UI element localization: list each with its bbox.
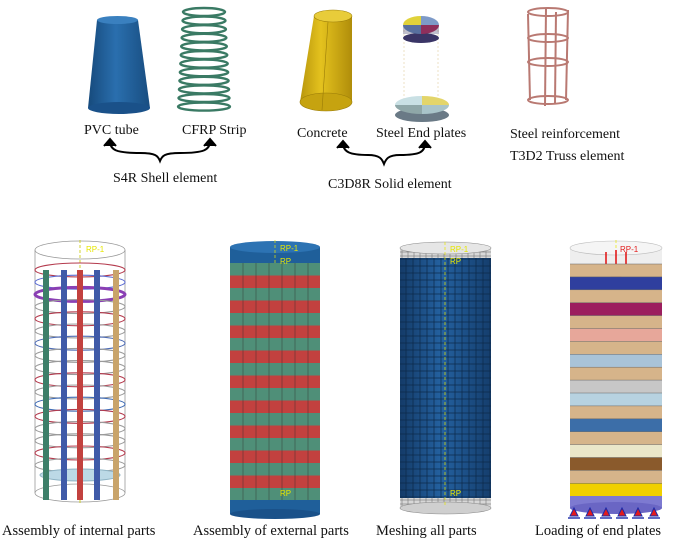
solid-brace-icon (336, 139, 432, 167)
external-assembly-icon (230, 240, 320, 519)
rp-marker-external-bottom: RP (280, 489, 291, 498)
concrete-cylinder-icon (299, 9, 353, 112)
internal-assembly-icon (33, 240, 127, 505)
shell-element-label: S4R Shell element (113, 171, 218, 186)
cfrp-strip-label: CFRP Strip (182, 123, 247, 138)
internal-parts-caption: Assembly of internal parts (2, 523, 156, 539)
meshing-icon (399, 241, 492, 515)
steel-reinforcement-label: Steel reinforcement (510, 127, 621, 142)
rp1-marker-meshing: RP-1 (450, 245, 469, 254)
solid-element-label: C3D8R Solid element (328, 177, 452, 192)
meshing-caption: Meshing all parts (376, 523, 477, 539)
steel-reinforcement-icon (527, 7, 569, 107)
rp-marker-external-top: RP (280, 257, 291, 266)
external-parts-caption: Assembly of external parts (193, 523, 349, 539)
pvc-tube-label: PVC tube (84, 123, 139, 138)
cfrp-strip-icon (176, 6, 232, 112)
rp1-marker-internal: RP-1 (86, 245, 105, 254)
truss-element-label: T3D2 Truss element (510, 149, 625, 164)
rp-marker-meshing-bottom: RP (450, 489, 461, 498)
loading-icon (568, 240, 663, 519)
rp1-marker-loading: RP-1 (620, 245, 639, 254)
rp-marker-meshing-top: RP (450, 257, 461, 266)
concrete-label: Concrete (297, 126, 348, 141)
rp1-marker-external: RP-1 (280, 244, 299, 253)
pvc-tube-icon (88, 16, 150, 114)
loading-caption: Loading of end plates (535, 523, 662, 539)
steel-end-plates-icon (395, 16, 449, 122)
shell-brace-icon (103, 137, 217, 164)
steel-end-plates-label: Steel End plates (376, 126, 467, 141)
